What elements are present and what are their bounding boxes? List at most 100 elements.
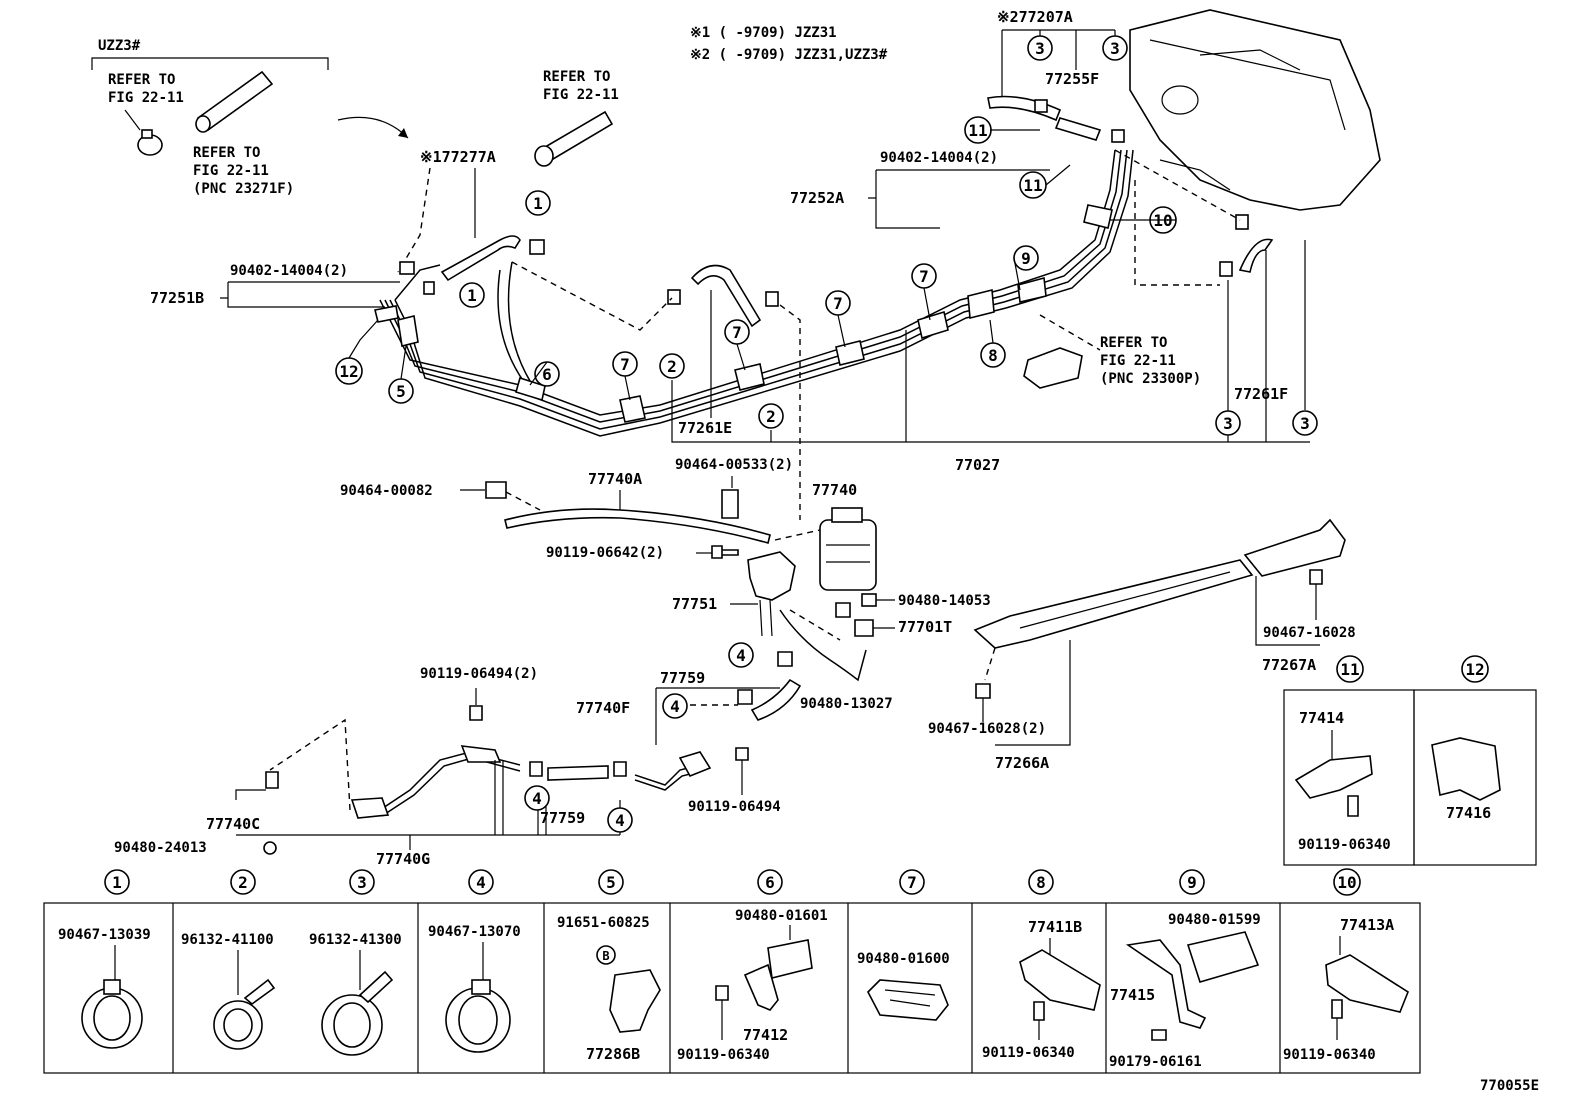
callout-77751: 77751 xyxy=(672,595,717,613)
legend-12-part-0: 77416 xyxy=(1446,804,1491,822)
svg-text:1: 1 xyxy=(112,873,122,892)
svg-text:12: 12 xyxy=(339,362,358,381)
clip-7d xyxy=(917,310,949,340)
callout-90480-14053: 90480-14053 xyxy=(898,593,991,609)
marker-11b: 11 xyxy=(1019,171,1047,199)
callout-90119-06494: 90119-06494 xyxy=(688,799,781,815)
callout-77261F: 77261F xyxy=(1234,385,1288,403)
arrow-curve xyxy=(337,116,409,139)
svg-text:9: 9 xyxy=(1187,873,1197,892)
svg-text:3: 3 xyxy=(1110,39,1120,58)
marker-8: 8 xyxy=(980,342,1006,368)
svg-text:8: 8 xyxy=(1036,873,1046,892)
marker-4c: 4 xyxy=(524,785,550,811)
callout-90119-06642: 90119-06642(2) xyxy=(546,545,664,561)
clamp-4b xyxy=(737,689,753,705)
callout-77740A: 77740A xyxy=(588,470,642,488)
hose-77740C xyxy=(265,771,279,789)
clamp-3a xyxy=(1219,261,1233,277)
note-1: ※1 ( -9709) JZZ31 xyxy=(690,25,837,41)
canister-bracket-77751 xyxy=(747,551,796,637)
svg-text:77412: 77412 xyxy=(743,1026,788,1044)
clip-00533 xyxy=(721,489,739,519)
legend-col-7: 7 90480-01600 xyxy=(857,869,950,1021)
clamp-4c xyxy=(529,761,543,777)
cap-14053 xyxy=(861,593,877,607)
refer-b-line3: (PNC 23271F) xyxy=(193,181,294,197)
marker-3c: 3 xyxy=(1215,410,1241,436)
svg-text:3: 3 xyxy=(1300,414,1310,433)
svg-text:5: 5 xyxy=(396,382,406,401)
callout-90119-06494-2: 90119-06494(2) xyxy=(420,666,538,682)
callout-77740C: 77740C xyxy=(206,815,260,833)
refer-a-line2: FIG 22-11 xyxy=(108,90,184,106)
callout-77267A: 77267A xyxy=(1262,656,1316,674)
clip-8 xyxy=(967,288,995,320)
svg-text:9: 9 xyxy=(1021,249,1031,268)
refer-d-line1: REFER TO xyxy=(1100,335,1167,351)
clamp-2a xyxy=(667,289,681,305)
callout-77759b: 77759 xyxy=(540,809,585,827)
legend-col-1: 1 90467-13039 xyxy=(58,869,151,1049)
svg-text:77286B: 77286B xyxy=(586,1045,640,1063)
hose-77740A xyxy=(504,508,771,544)
svg-text:B: B xyxy=(602,949,609,963)
svg-text:7: 7 xyxy=(907,873,917,892)
callout-77701T: 77701T xyxy=(898,618,952,636)
filler-hose-icon xyxy=(534,110,614,167)
bolt-16028a xyxy=(1309,569,1323,585)
legend-11-12: 11 12 77414 90119-06340 77416 xyxy=(1283,655,1537,866)
svg-text:91651-60825: 91651-60825 xyxy=(557,915,650,931)
refer-d-line2: FIG 22-11 xyxy=(1100,353,1176,369)
legend-col-8: 8 77411B 90119-06340 xyxy=(982,869,1101,1061)
svg-text:5: 5 xyxy=(606,873,616,892)
callout-77027: 77027 xyxy=(955,456,1000,474)
svg-text:96132-41300: 96132-41300 xyxy=(309,932,402,948)
legend-col-10: 10 77413A 90119-06340 xyxy=(1283,868,1409,1063)
marker-7a: 7 xyxy=(612,351,638,377)
clamp-3b xyxy=(1235,214,1249,230)
clip-77414-icon xyxy=(1294,755,1373,799)
hose-end-icon xyxy=(195,70,274,133)
svg-text:6: 6 xyxy=(542,365,552,384)
bolt-06494b xyxy=(735,747,749,761)
svg-text:2: 2 xyxy=(667,357,677,376)
valve-77701T xyxy=(854,619,874,637)
svg-text:11: 11 xyxy=(1023,176,1042,195)
legend-col-3: 3 96132-41300 xyxy=(309,869,402,1056)
marker-7b: 7 xyxy=(724,319,750,345)
clip-77416-icon xyxy=(1431,737,1501,801)
clip-7b xyxy=(734,363,765,391)
callout-90402-top: 90402-14004(2) xyxy=(880,150,998,166)
insulator-77267A xyxy=(1243,518,1346,577)
svg-text:77413A: 77413A xyxy=(1340,916,1394,934)
callout-77255F: 77255F xyxy=(1045,70,1099,88)
legend-11-part-0: 77414 xyxy=(1299,709,1344,727)
svg-text:90480-01599: 90480-01599 xyxy=(1168,912,1261,928)
legend-col-9: 9 90480-01599 77415 90179-06161 xyxy=(1109,869,1261,1070)
svg-text:6: 6 xyxy=(765,873,775,892)
callout-77740F: 77740F xyxy=(576,699,630,717)
hose-77759a xyxy=(750,678,802,721)
hose-77261E xyxy=(690,264,762,328)
svg-text:90467-13070: 90467-13070 xyxy=(428,924,521,940)
callout-90467-16028a: 90467-16028 xyxy=(1263,625,1356,641)
svg-text:1: 1 xyxy=(533,194,543,213)
marker-7c: 7 xyxy=(825,290,851,316)
clip-10 xyxy=(1083,204,1113,229)
callout-90480-24013: 90480-24013 xyxy=(114,840,207,856)
hose-77277A xyxy=(440,235,521,282)
clip-5 xyxy=(397,315,419,347)
clip-00082 xyxy=(485,481,507,499)
variant-label: UZZ3# xyxy=(98,38,141,54)
vent-pipe-77740G xyxy=(350,745,521,819)
marker-4a: 4 xyxy=(728,642,754,668)
charcoal-canister xyxy=(819,507,877,591)
callout-90402-left: 90402-14004(2) xyxy=(230,263,348,279)
callout-90467-16028b: 90467-16028(2) xyxy=(928,721,1046,737)
clip-7a xyxy=(619,395,646,423)
callout-77251B: 77251B xyxy=(150,289,204,307)
bolt-06642 xyxy=(711,545,739,559)
note-2: ※2 ( -9709) JZZ31,UZZ3# xyxy=(690,47,888,63)
clip-7c xyxy=(835,340,865,366)
